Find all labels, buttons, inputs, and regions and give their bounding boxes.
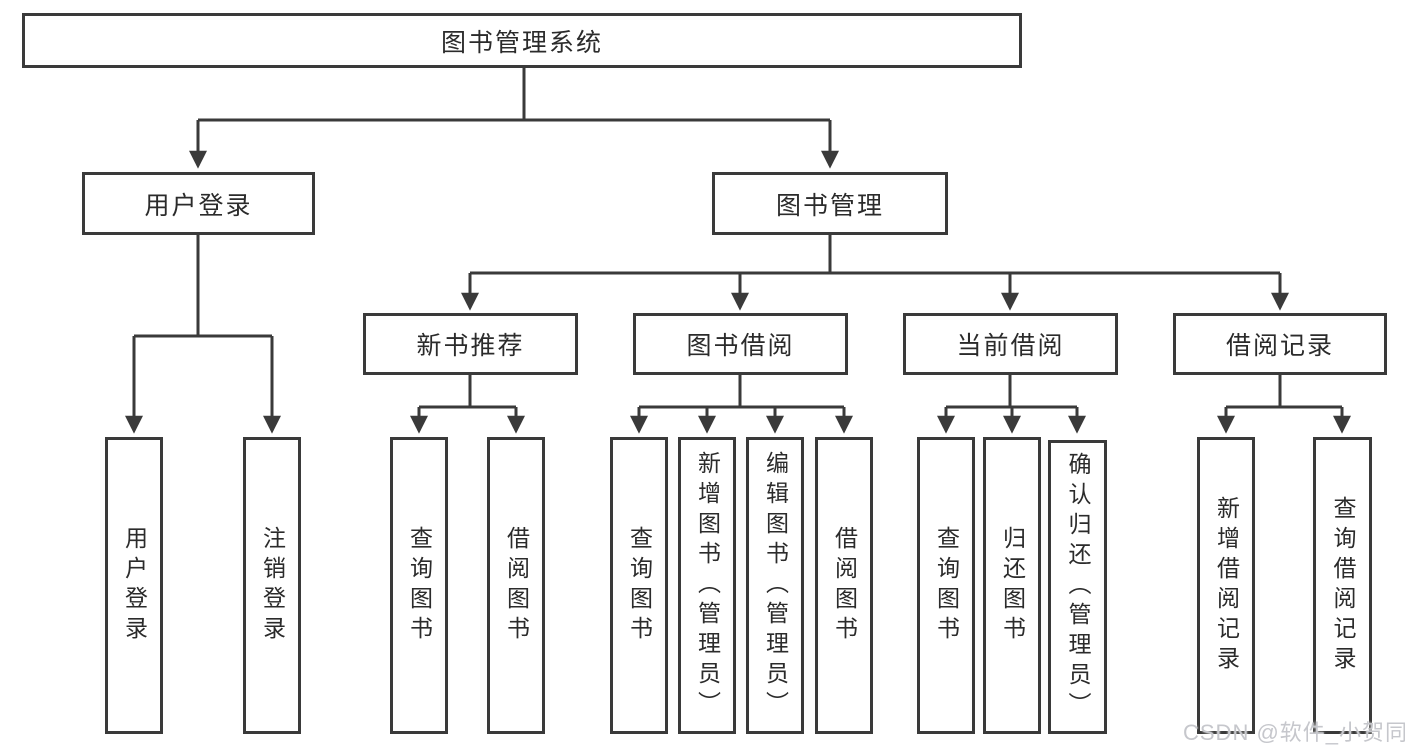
node-leaf-add-book-admin: 新增图书（管理员） [678, 437, 736, 734]
node-book-borrow: 图书借阅 [633, 313, 848, 375]
node-leaf-return-book: 归还图书 [983, 437, 1041, 734]
node-leaf-query-book-1: 查询图书 [390, 437, 448, 734]
node-root: 图书管理系统 [22, 13, 1022, 68]
node-leaf-add-borrow-record: 新增借阅记录 [1197, 437, 1255, 734]
node-user-login: 用户登录 [82, 172, 315, 235]
node-leaf-borrow-book-1: 借阅图书 [487, 437, 545, 734]
node-leaf-edit-book-admin: 编辑图书（管理员） [746, 437, 804, 734]
node-leaf-query-book-2: 查询图书 [610, 437, 668, 734]
node-leaf-logout: 注销登录 [243, 437, 301, 734]
node-borrow-record: 借阅记录 [1173, 313, 1387, 375]
node-leaf-query-borrow-record: 查询借阅记录 [1313, 437, 1372, 734]
node-book-management: 图书管理 [712, 172, 948, 235]
node-new-book-recommend: 新书推荐 [363, 313, 578, 375]
node-leaf-query-book-3: 查询图书 [917, 437, 975, 734]
node-leaf-user-login: 用户登录 [105, 437, 163, 734]
csdn-watermark: CSDN @软件_小贺同学 [1183, 720, 1405, 745]
node-current-borrow: 当前借阅 [903, 313, 1118, 375]
node-leaf-confirm-return-admin: 确认归还（管理员） [1048, 440, 1107, 734]
node-leaf-borrow-book-2: 借阅图书 [815, 437, 873, 734]
